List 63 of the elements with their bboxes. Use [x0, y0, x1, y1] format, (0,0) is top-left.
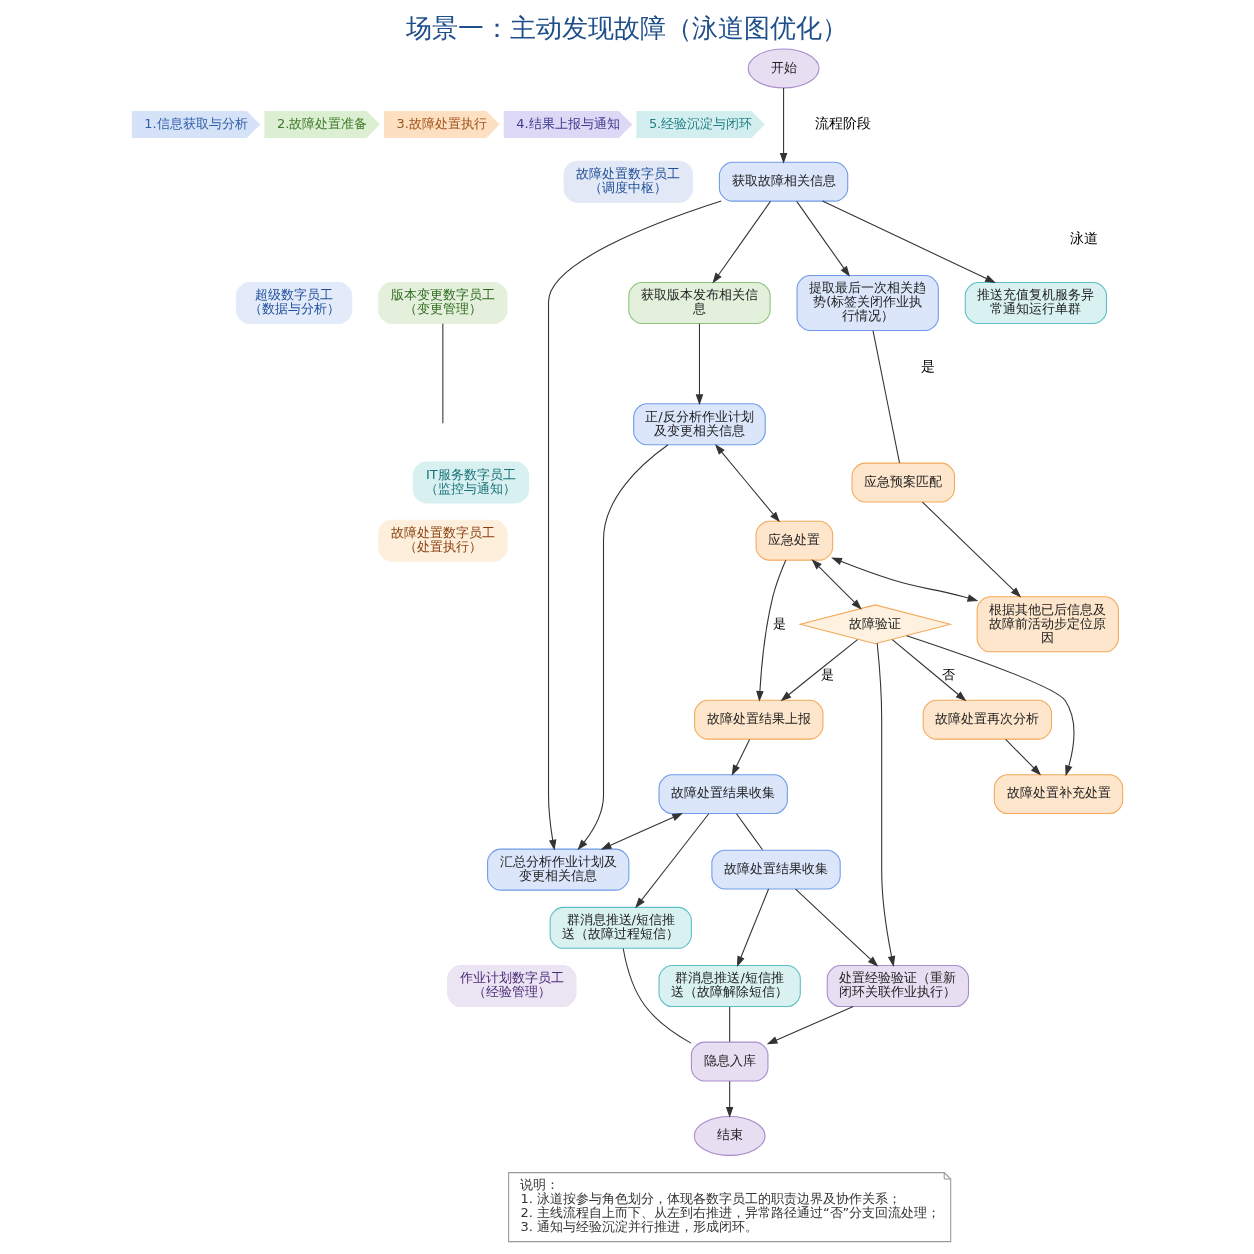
- label: 流程阶段: [814, 115, 871, 132]
- node-box: 故障处置补充处置: [993, 774, 1123, 815]
- node-box: 正/反分析作业计划及变更相关信息: [632, 403, 766, 446]
- arrow: [766, 1006, 854, 1045]
- node-box: 故障处置再次分析: [922, 699, 1052, 740]
- node-box: 隐息入库: [690, 1041, 768, 1082]
- node-box: 获取故障相关信息: [718, 161, 848, 202]
- arrow: [576, 444, 669, 851]
- arrow: [921, 501, 1021, 598]
- arrow: [780, 639, 858, 702]
- node-ellipse: 开始: [747, 48, 819, 89]
- arrow: [891, 639, 966, 702]
- arrow: [779, 87, 787, 164]
- arrow: [711, 200, 771, 284]
- arrow: [547, 200, 722, 851]
- arrow: [695, 323, 703, 406]
- node-box: IT服务数字员工 （监控与通知）: [412, 461, 529, 504]
- edge-label: 是: [772, 615, 786, 631]
- node-box: 作业计划数字员工 （经验管理）: [446, 965, 577, 1008]
- arrow: [725, 1080, 733, 1118]
- connector: [441, 323, 443, 424]
- arrow: [795, 200, 850, 277]
- arrow: [821, 200, 996, 284]
- node-box: 推送充值复机服务异常通知运行单群: [964, 281, 1107, 324]
- edge-label: 否: [941, 667, 955, 683]
- node-box: 群消息推送/短信推送（故障过程短信）: [549, 906, 692, 949]
- arrow: [736, 888, 769, 968]
- node-box: 故障处置数字员工 （处置执行）: [377, 519, 508, 562]
- node-box: 群消息推送/短信推送（故障解除短信）: [658, 965, 801, 1008]
- connector: [871, 330, 900, 464]
- label: 泳道: [1069, 229, 1098, 246]
- node-box: 汇总分析作业计划及变更相关信息: [486, 848, 629, 891]
- diagram-title: 场景一：主动发现故障（泳道图优化）: [406, 13, 848, 44]
- node-box: 应急处置: [755, 520, 833, 561]
- node-diamond: 故障验证: [797, 604, 952, 645]
- arrow: [830, 557, 978, 602]
- node-ellipse: 结束: [693, 1116, 766, 1156]
- label: 是: [920, 357, 935, 374]
- arrow: [1004, 738, 1041, 776]
- edge-label: 是: [820, 667, 834, 683]
- node-box: 故障处置结果收集: [710, 849, 841, 890]
- arrow: [905, 635, 1074, 777]
- node-box: 版本变更数字员工 （变更管理）: [377, 281, 508, 324]
- arrow: [731, 738, 750, 776]
- arrow: [755, 559, 786, 702]
- node-box: 超级数字员工 （数据与分析）: [235, 281, 352, 324]
- arrow: [876, 642, 895, 967]
- node-box: 获取版本发布相关信息: [627, 281, 771, 324]
- arrow: [714, 444, 780, 523]
- arrow: [794, 888, 878, 967]
- node-box: 故障处置数字员工 （调度中枢）: [563, 160, 693, 203]
- arrow: [811, 559, 862, 610]
- node-box: 根据其他已后信息及故障前活动步定位原因: [976, 596, 1119, 653]
- node-box: 故障处置结果收集: [658, 774, 788, 815]
- arrow: [634, 813, 709, 909]
- connector: [728, 1006, 730, 1043]
- connector: [622, 947, 692, 1044]
- node-box: 提取最后一次相关趋势(标签关闭作业执行情况）: [796, 274, 939, 332]
- node-box: 故障处置结果上报: [693, 699, 823, 740]
- node-box: 处置经验验证（重新闭环关联作业执行）: [826, 965, 969, 1008]
- node-box: 应急预案匹配: [851, 462, 955, 503]
- connector: [735, 813, 763, 851]
- arrow: [600, 813, 683, 850]
